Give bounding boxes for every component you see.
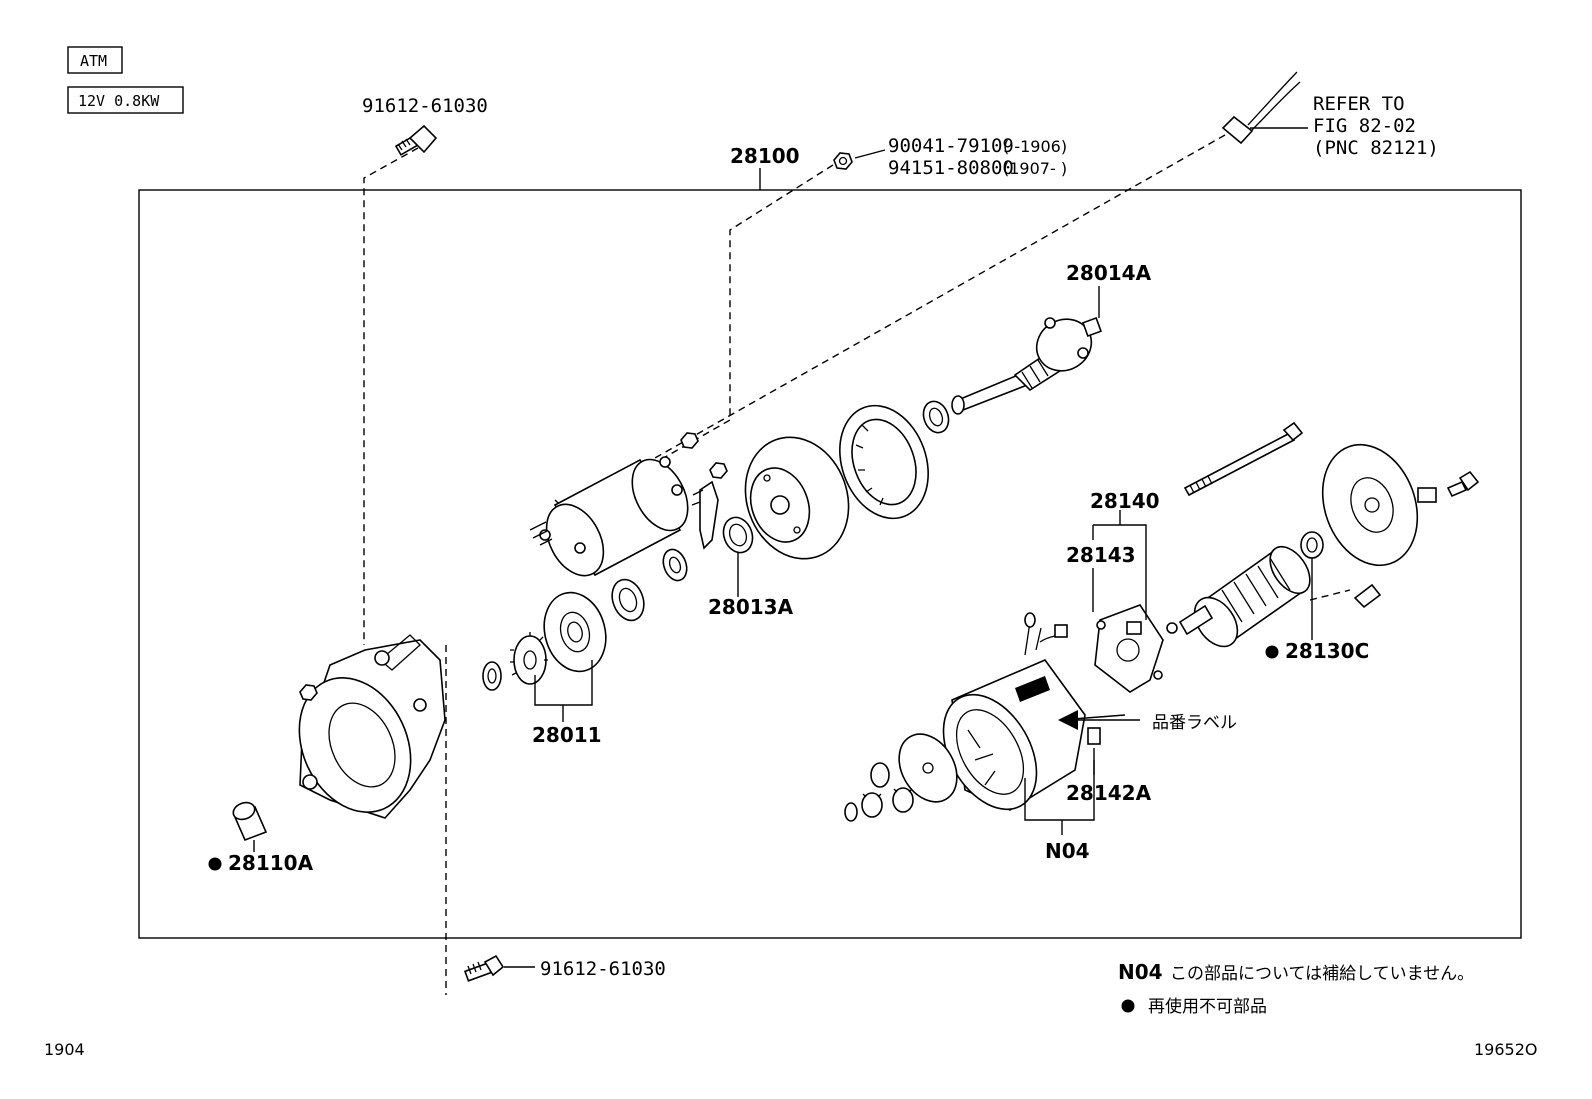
solenoid-icon xyxy=(529,456,689,577)
assembly-label-28100: 28100 xyxy=(730,144,800,168)
label-bolt-bottom: 91612-61030 xyxy=(540,958,666,980)
label-28142A: 28142A xyxy=(1066,781,1152,805)
legend-n04-text: この部品については補給していません。 xyxy=(1170,964,1474,984)
washer-2-icon xyxy=(611,578,645,622)
label-nut-range-2: (1907- ) xyxy=(1003,159,1067,178)
label-28013A: 28013A xyxy=(708,595,794,619)
planetary-gears-icon xyxy=(844,762,914,822)
label-28014A: 28014A xyxy=(1066,261,1152,285)
footer-left-code: 1904 xyxy=(44,1040,85,1059)
label-N04: N04 xyxy=(1045,839,1090,863)
label-refer-3: (PNC 82121) xyxy=(1313,137,1439,159)
legend-dot-icon xyxy=(1121,999,1135,1013)
through-bolt-long-icon xyxy=(1183,421,1304,497)
drive-lever-icon xyxy=(691,480,719,550)
rear-bushing-28130C-icon xyxy=(1300,531,1324,559)
label-nut-code-2: 94151-80800 xyxy=(888,157,1014,179)
label-part-number-label: 品番ラベル xyxy=(1152,713,1237,733)
field-yoke-icon xyxy=(942,612,1101,811)
bushing-28110A-icon xyxy=(232,801,268,842)
label-bolt-top: 91612-61030 xyxy=(362,95,488,117)
bearing-28013A-icon xyxy=(722,516,754,554)
small-nut-1-icon xyxy=(680,432,699,449)
clutch-icon xyxy=(543,591,607,673)
grommet-icon xyxy=(1353,583,1382,609)
footer-right-code: 19652O xyxy=(1474,1040,1538,1059)
snap-ring-icon xyxy=(482,661,502,691)
label-28140: 28140 xyxy=(1090,489,1160,513)
label-refer-2: FIG 82-02 xyxy=(1313,115,1416,137)
spec-atm-text: ATM xyxy=(80,52,107,70)
armature-icon xyxy=(1166,546,1311,648)
spec-box-voltage: 12V 0.8KW xyxy=(67,86,184,114)
bolt-bottom-icon xyxy=(463,954,505,982)
label-nut-code-1: 90041-79109 xyxy=(888,135,1014,157)
label-28110A: 28110A xyxy=(228,851,314,875)
pinion-gear-icon xyxy=(510,632,548,685)
front-housing-icon xyxy=(298,634,446,819)
rear-screw-icon xyxy=(1446,470,1480,498)
label-28143: 28143 xyxy=(1066,543,1136,567)
ring-gear-icon xyxy=(839,400,950,520)
spec-voltage-text: 12V 0.8KW xyxy=(78,92,160,110)
label-28011: 28011 xyxy=(532,723,602,747)
armature-shaft-icon xyxy=(951,317,1102,415)
non-reusable-dot-28130C xyxy=(1265,645,1279,659)
brush-holder-icon xyxy=(1094,604,1164,693)
yoke-disk-icon xyxy=(744,436,850,560)
label-refer-1: REFER TO xyxy=(1313,93,1405,115)
label-nut-range-1: ( -1906) xyxy=(1003,137,1067,156)
washer-1-icon xyxy=(662,548,688,582)
nut-icon xyxy=(833,152,853,170)
bolt-top-icon xyxy=(394,124,438,156)
connector-icon xyxy=(1221,71,1301,145)
spec-box-atm: ATM xyxy=(67,46,123,74)
rear-end-frame-icon xyxy=(1321,443,1437,567)
small-nut-2-icon xyxy=(709,462,728,479)
non-reusable-dot-28110A xyxy=(208,857,222,871)
planetary-plate-icon xyxy=(898,733,958,803)
legend-dot-text: 再使用不可部品 xyxy=(1148,996,1267,1017)
legend-n04-code: N04 xyxy=(1118,960,1163,984)
housing-nut-icon xyxy=(299,684,318,701)
label-28130C: 28130C xyxy=(1285,639,1369,663)
assembly-frame xyxy=(138,189,1522,939)
